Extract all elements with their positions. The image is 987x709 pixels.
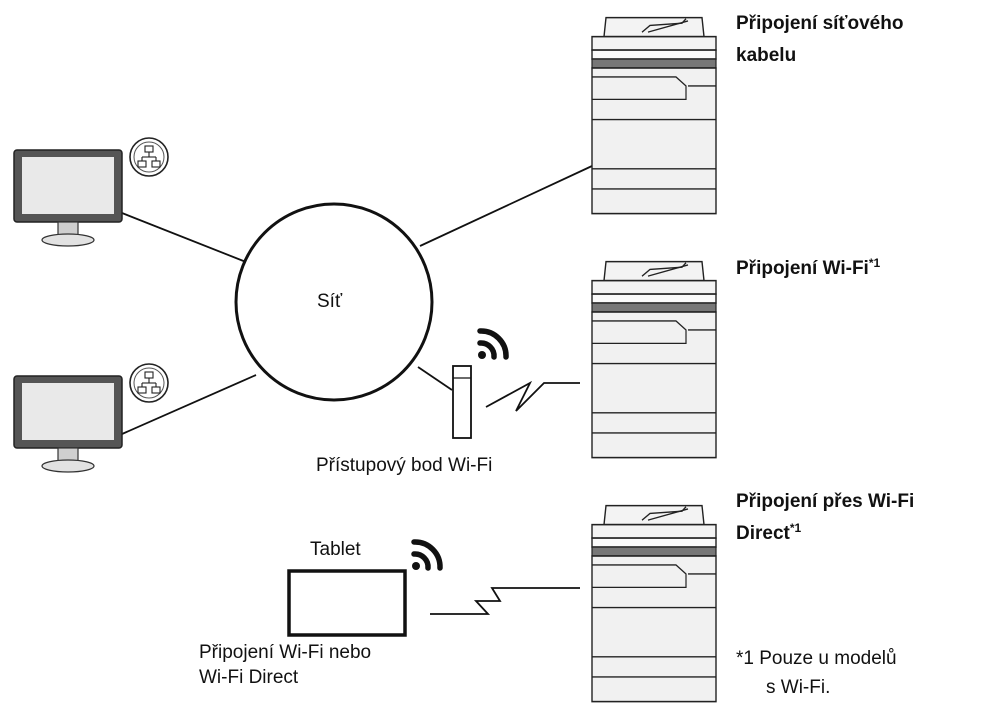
tablet-label: Tablet xyxy=(310,539,361,560)
wifi-direct-label: Direct*1 xyxy=(736,521,801,545)
tablet-connection-line2: Wi-Fi Direct xyxy=(199,667,299,688)
footnote-line1: *1 Pouze u modelů xyxy=(736,648,897,669)
wifi-direct-line2: Direct xyxy=(736,523,790,544)
cable-connection-line1: Připojení síťového xyxy=(736,13,904,34)
wifi-signal-icon xyxy=(412,542,440,570)
monitor-icon xyxy=(13,149,123,247)
network-label: Síť xyxy=(317,291,343,312)
tablet-icon xyxy=(287,569,407,637)
access-point-icon xyxy=(452,365,472,439)
printer-icon xyxy=(591,16,717,215)
cable-connection-line2: kabelu xyxy=(736,45,797,66)
wifi-signal-icon xyxy=(478,331,506,359)
footnote-mark: *1 xyxy=(789,521,802,535)
lan-network-icon xyxy=(129,137,169,177)
tablet-connection-line1: Připojení Wi-Fi nebo xyxy=(199,642,372,663)
footnote-line2: s Wi-Fi. xyxy=(766,677,831,698)
wifi-direct-line1: Připojení přes Wi-Fi xyxy=(736,491,915,512)
wifi-connection-label: Připojení Wi-Fi*1 xyxy=(736,256,880,280)
wifi-connection-text: Připojení Wi-Fi xyxy=(736,258,869,279)
lan-network-icon xyxy=(129,363,169,403)
footnote-mark: *1 xyxy=(868,256,881,270)
monitor-icon xyxy=(13,375,123,473)
access-point-label: Přístupový bod Wi-Fi xyxy=(316,455,493,476)
network-circle xyxy=(234,202,434,402)
printer-icon xyxy=(591,504,717,703)
printer-icon xyxy=(591,260,717,459)
connection-lines xyxy=(121,165,593,615)
